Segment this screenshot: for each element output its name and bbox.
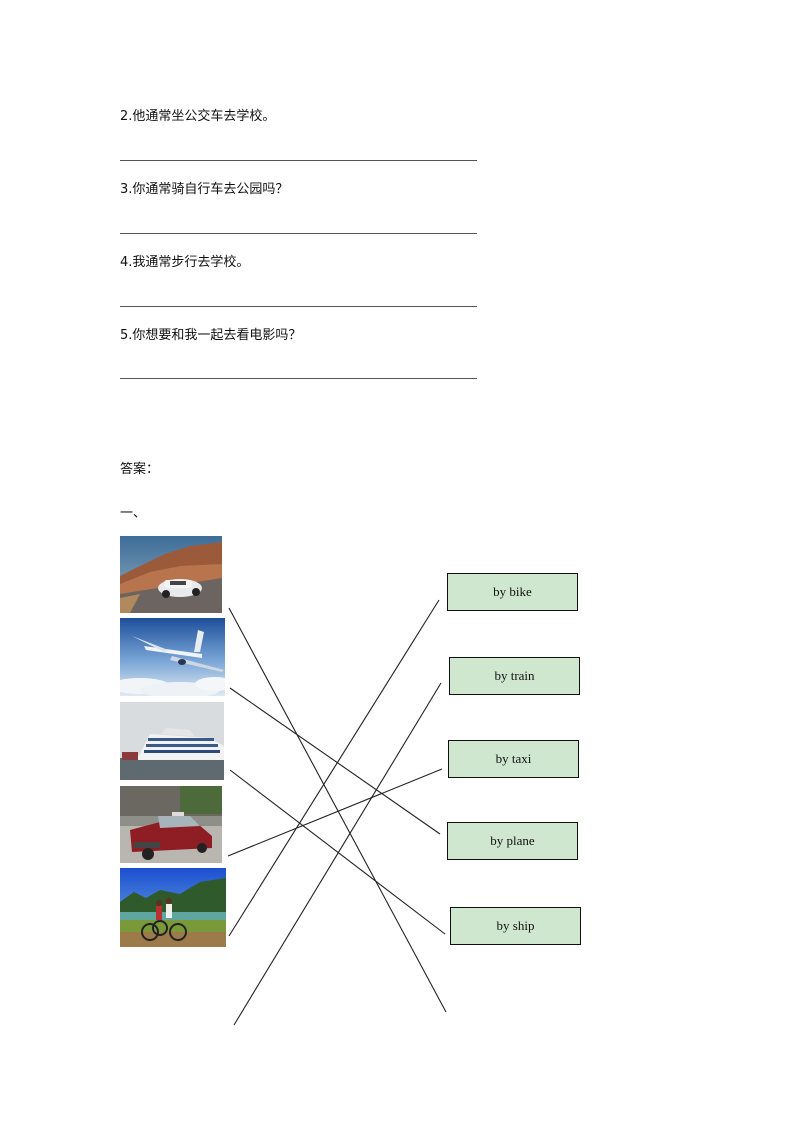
- answers-title: 答案：: [120, 462, 160, 477]
- match-line: [233, 682, 442, 1026]
- plane-photo: [120, 618, 225, 696]
- question-5: 5.你想要和我一起去看电影吗？: [120, 328, 302, 343]
- option-by-bike[interactable]: by bike: [447, 573, 578, 611]
- answer-line-3[interactable]: [120, 233, 477, 234]
- match-line: [229, 687, 441, 835]
- answer-line-5[interactable]: [120, 378, 477, 379]
- option-by-train[interactable]: by train: [449, 657, 580, 695]
- match-line: [228, 599, 440, 937]
- match-line: [228, 607, 447, 1013]
- question-2: 2.他通常坐公交车去学校。: [120, 109, 276, 124]
- ship-photo: [120, 702, 224, 780]
- option-by-taxi[interactable]: by taxi: [448, 740, 579, 778]
- match-line: [227, 768, 443, 857]
- answer-line-2[interactable]: [120, 160, 477, 161]
- match-line: [229, 769, 446, 935]
- taxi-photo: [120, 786, 222, 863]
- bike-photo: [120, 868, 226, 947]
- question-3: 3.你通常骑自行车去公园吗？: [120, 182, 289, 197]
- question-4: 4.我通常步行去学校。: [120, 255, 250, 270]
- section-one-label: 一、: [120, 506, 147, 521]
- option-by-plane[interactable]: by plane: [447, 822, 578, 860]
- answer-line-4[interactable]: [120, 306, 477, 307]
- car-photo: [120, 536, 222, 613]
- option-by-ship[interactable]: by ship: [450, 907, 581, 945]
